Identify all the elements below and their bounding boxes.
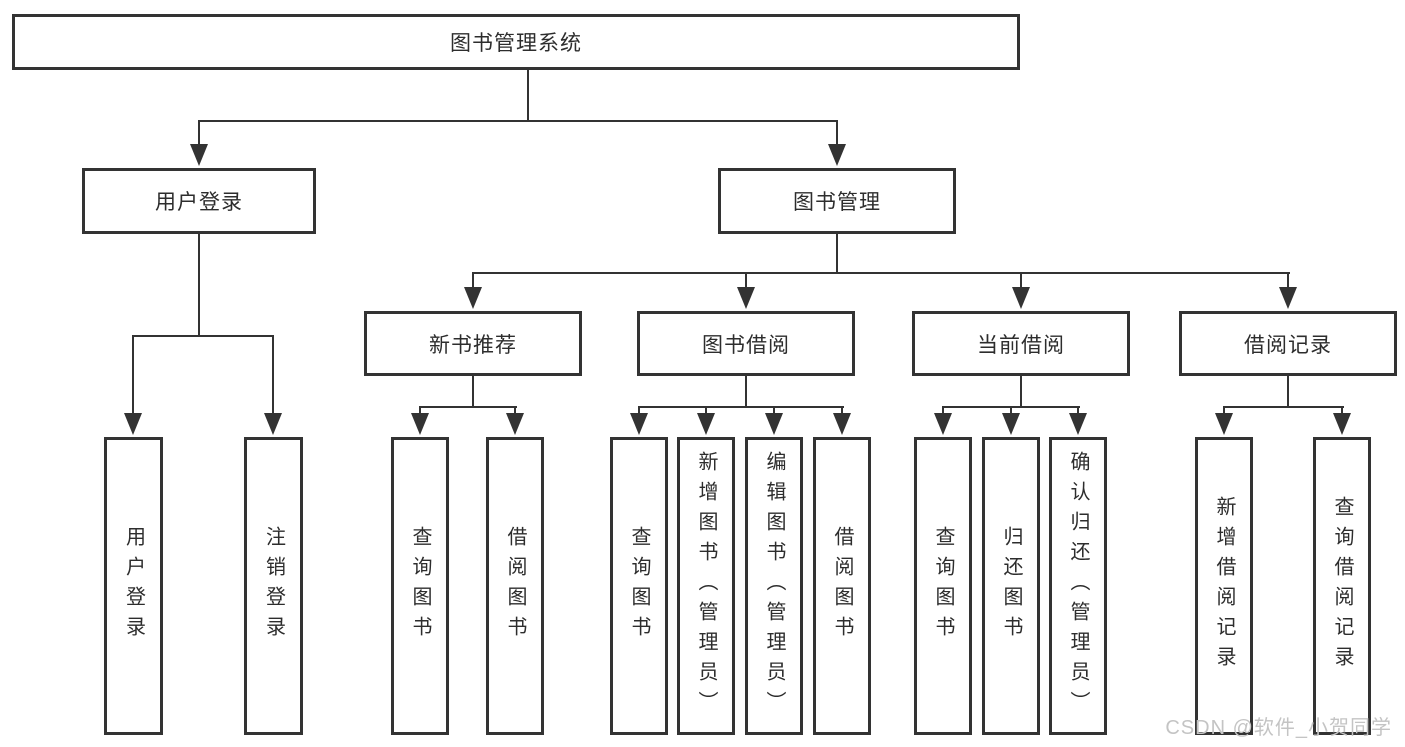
connector-recommend-stub — [472, 272, 474, 289]
leaf-edit-book-admin-label: 编辑图书（管理员） — [763, 451, 785, 721]
leaf-borrow-borrow-book-label: 借阅图书 — [831, 526, 853, 646]
leaf-user-login-label: 用户登录 — [122, 526, 145, 646]
leaf-recommend-borrow-book: 借阅图书 — [486, 437, 544, 735]
node-book-management-label: 图书管理 — [793, 191, 881, 214]
node-new-book-recommend-label: 新书推荐 — [429, 333, 517, 357]
connector-borrow-stub — [745, 272, 747, 289]
node-book-management: 图书管理 — [718, 168, 956, 234]
leaf-borrow-query-book: 查询图书 — [610, 437, 668, 735]
connector-book-mgmt-stub — [836, 120, 838, 146]
connector-book-mgmt-drop — [836, 234, 838, 272]
arrowhead-current-c1 — [934, 413, 952, 435]
connector-borrow-c3-stub — [773, 406, 775, 415]
node-new-book-recommend: 新书推荐 — [364, 311, 582, 376]
node-book-borrow: 图书借阅 — [637, 311, 855, 376]
arrowhead-logout-leaf — [264, 413, 282, 435]
leaf-return-book: 归还图书 — [982, 437, 1040, 735]
connector-logout-leaf-stub — [272, 335, 274, 415]
arrowhead-records — [1279, 287, 1297, 309]
arrowhead-book-mgmt — [828, 144, 846, 166]
connector-current-drop — [1020, 376, 1022, 406]
connector-recommend-c2-stub — [514, 406, 516, 415]
connector-user-login-drop — [198, 234, 200, 335]
connector-recommend-hline — [419, 406, 517, 408]
node-current-borrow-label: 当前借阅 — [977, 333, 1065, 357]
connector-records-drop — [1287, 376, 1289, 406]
arrowhead-borrow-c3 — [765, 413, 783, 435]
leaf-add-book-admin-label: 新增图书（管理员） — [695, 451, 717, 721]
connector-current-c2-stub — [1010, 406, 1012, 415]
leaf-recommend-query-book: 查询图书 — [391, 437, 449, 735]
arrowhead-records-c1 — [1215, 413, 1233, 435]
leaf-user-login: 用户登录 — [104, 437, 163, 735]
node-root-label: 图书管理系统 — [450, 32, 582, 55]
leaf-current-query-book: 查询图书 — [914, 437, 972, 735]
connector-records-hline — [1223, 406, 1344, 408]
arrowhead-current — [1012, 287, 1030, 309]
arrowhead-borrow-c4 — [833, 413, 851, 435]
arrowhead-current-c3 — [1069, 413, 1087, 435]
leaf-borrow-borrow-book: 借阅图书 — [813, 437, 871, 735]
leaf-add-borrow-record-label: 新增借阅记录 — [1213, 496, 1235, 676]
connector-root-hline — [198, 120, 838, 122]
leaf-query-borrow-record-label: 查询借阅记录 — [1331, 496, 1353, 676]
leaf-logout-label: 注销登录 — [262, 526, 285, 646]
node-borrow-records: 借阅记录 — [1179, 311, 1397, 376]
leaf-confirm-return-admin-label: 确认归还（管理员） — [1067, 451, 1089, 721]
connector-login-leaf-stub — [132, 335, 134, 415]
node-borrow-records-label: 借阅记录 — [1244, 333, 1332, 357]
arrowhead-current-c2 — [1002, 413, 1020, 435]
leaf-current-query-book-label: 查询图书 — [932, 526, 954, 646]
leaf-recommend-borrow-book-label: 借阅图书 — [504, 526, 526, 646]
node-user-login: 用户登录 — [82, 168, 316, 234]
connector-root-drop — [527, 70, 529, 120]
arrowhead-user-login — [190, 144, 208, 166]
leaf-add-book-admin: 新增图书（管理员） — [677, 437, 735, 735]
connector-records-c2-stub — [1341, 406, 1343, 415]
arrowhead-borrow-c1 — [630, 413, 648, 435]
leaf-edit-book-admin: 编辑图书（管理员） — [745, 437, 803, 735]
connector-user-login-stub — [198, 120, 200, 146]
arrowhead-borrow-c2 — [697, 413, 715, 435]
connector-current-c3-stub — [1077, 406, 1079, 415]
csdn-watermark: CSDN @软件_小贺同学 — [1165, 717, 1392, 739]
connector-recommend-c1-stub — [419, 406, 421, 415]
arrowhead-records-c2 — [1333, 413, 1351, 435]
connector-records-c1-stub — [1223, 406, 1225, 415]
connector-borrow-c1-stub — [638, 406, 640, 415]
leaf-borrow-query-book-label: 查询图书 — [628, 526, 650, 646]
connector-recommend-drop — [472, 376, 474, 406]
connector-book-mgmt-hline — [472, 272, 1290, 274]
arrowhead-recommend — [464, 287, 482, 309]
connector-borrow-drop — [745, 376, 747, 406]
connector-borrow-c4-stub — [841, 406, 843, 415]
arrowhead-recommend-c1 — [411, 413, 429, 435]
leaf-return-book-label: 归还图书 — [1000, 526, 1022, 646]
arrowhead-login-leaf — [124, 413, 142, 435]
arrowhead-borrow — [737, 287, 755, 309]
connector-current-c1-stub — [942, 406, 944, 415]
node-user-login-label: 用户登录 — [155, 191, 243, 214]
connector-current-stub — [1020, 272, 1022, 289]
connector-borrow-hline — [638, 406, 844, 408]
leaf-recommend-query-book-label: 查询图书 — [409, 526, 431, 646]
connector-records-stub — [1287, 272, 1289, 289]
leaf-logout: 注销登录 — [244, 437, 303, 735]
arrowhead-recommend-c2 — [506, 413, 524, 435]
connector-borrow-c2-stub — [705, 406, 707, 415]
node-root: 图书管理系统 — [12, 14, 1020, 70]
leaf-confirm-return-admin: 确认归还（管理员） — [1049, 437, 1107, 735]
connector-user-login-hline — [132, 335, 274, 337]
node-current-borrow: 当前借阅 — [912, 311, 1130, 376]
node-book-borrow-label: 图书借阅 — [702, 333, 790, 357]
leaf-add-borrow-record: 新增借阅记录 — [1195, 437, 1253, 735]
leaf-query-borrow-record: 查询借阅记录 — [1313, 437, 1371, 735]
